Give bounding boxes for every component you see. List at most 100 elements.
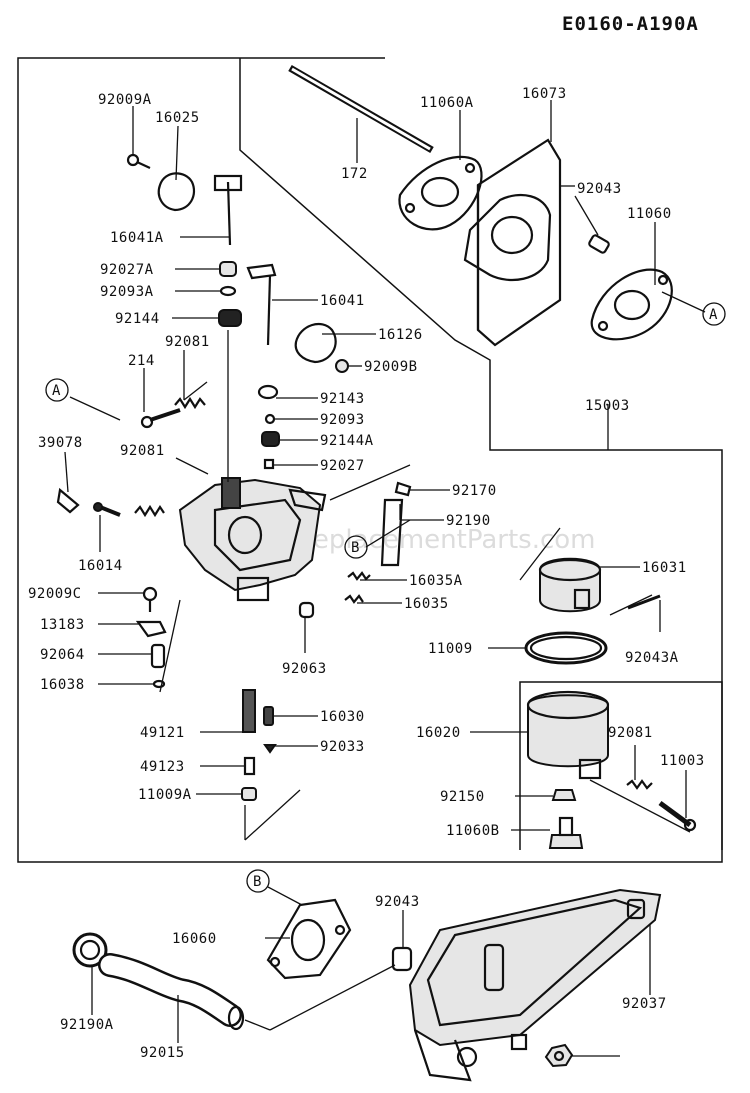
plate-16126 — [294, 322, 337, 364]
needle-92064 — [150, 643, 166, 669]
label-92009B: 92009B — [364, 359, 418, 375]
washer-11009A — [551, 789, 577, 801]
label-16126: 16126 — [378, 327, 423, 343]
shaft-16041 — [246, 263, 277, 346]
label-16035A: 16035A — [409, 573, 463, 589]
air-cleaner-16060 — [408, 888, 662, 1082]
label-92093A: 92093A — [100, 284, 154, 300]
label-49123: 49123 — [140, 759, 185, 775]
ring-92093 — [264, 413, 276, 425]
label-92190: 92190 — [446, 513, 491, 529]
pin-92043A — [627, 594, 661, 610]
label-92081: 92081 — [165, 334, 210, 350]
svg-text:B: B — [253, 874, 262, 890]
pin-92043-b — [391, 946, 413, 972]
label-92081-c: 92081 — [608, 725, 653, 741]
bowl-16020 — [526, 690, 610, 780]
label-92150: 11060B — [446, 823, 500, 839]
screw-16035 — [344, 594, 364, 604]
callout-A-right: A — [702, 302, 726, 326]
lever-13183 — [135, 620, 167, 638]
label-92027: 92027 — [320, 458, 365, 474]
seal-92027 — [263, 458, 275, 470]
spring-92081-b — [134, 504, 165, 518]
plate-16025 — [157, 172, 196, 212]
watermark: eReplacementParts.com — [280, 525, 596, 555]
callout-A-upper: A — [45, 378, 69, 402]
seal-92027A — [219, 261, 237, 277]
jet-49123 — [243, 756, 256, 776]
label-92033: 92033 — [320, 739, 365, 755]
callout-B-middle: B — [344, 535, 368, 559]
carburetor-body — [178, 477, 327, 602]
plug-92170 — [394, 481, 412, 497]
label-11060: 11060 — [627, 206, 672, 222]
leader-lines — [64, 100, 706, 1057]
bolt-92150 — [548, 816, 584, 849]
svg-text:B: B — [351, 540, 360, 556]
label-16014: 16014 — [78, 558, 123, 574]
label-49121: 49121 — [140, 725, 185, 741]
screw-92009 — [658, 800, 697, 832]
label-16073: 16073 — [522, 86, 567, 102]
label-92043A: 92043A — [625, 650, 679, 666]
label-172: 172 — [341, 166, 368, 182]
jet-16030 — [263, 706, 274, 726]
label-92144A: 92144A — [320, 433, 374, 449]
spring-92144 — [218, 309, 242, 327]
hose-92190A — [98, 953, 245, 1031]
svg-text:A: A — [52, 383, 61, 399]
plug-92063 — [298, 601, 315, 619]
screw-16014 — [93, 502, 121, 517]
label-16041A: 16041A — [110, 230, 164, 246]
label-11009: 11009 — [428, 641, 473, 657]
label-92009A: 92009A — [98, 92, 152, 108]
label-11009A: 92150 — [440, 789, 485, 805]
label-92027A: 92027A — [100, 262, 154, 278]
screw-214 — [140, 408, 181, 429]
label-92081-b: 92081 — [120, 443, 165, 459]
label-16020: 16020 — [416, 725, 461, 741]
insulator-16073 — [463, 138, 562, 347]
pin-92043 — [588, 234, 610, 254]
shaft-16041A — [213, 174, 243, 246]
gasket-11060 — [590, 268, 673, 341]
spring-92081 — [174, 396, 206, 410]
label-92009C: 92009C — [28, 586, 82, 602]
main-frame — [17, 57, 723, 863]
jet-11003 — [241, 787, 257, 801]
gasket-11060A — [398, 155, 483, 231]
spring-16035A — [347, 571, 371, 581]
label-92143: 92143 — [320, 391, 365, 407]
label-92064: 92064 — [40, 647, 85, 663]
part-labels: 92009A 16025 172 11060A 16073 92043 1106… — [28, 86, 704, 1061]
label-16031: 16031 — [642, 560, 687, 576]
gasket-11060B — [266, 898, 352, 980]
screw-92009B — [335, 359, 349, 373]
label-92043-b: 92043 — [375, 894, 420, 910]
label-92037: 92190A — [60, 1017, 114, 1033]
screw-92009C — [142, 586, 158, 612]
jet-92033 — [263, 744, 277, 754]
label-13183: 13183 — [40, 617, 85, 633]
label-16041: 16041 — [320, 293, 365, 309]
callout-B-lower: B — [246, 869, 270, 893]
label-92170: 92170 — [452, 483, 497, 499]
svg-text:A: A — [709, 307, 718, 323]
label-11060A: 11060A — [420, 95, 474, 111]
label-92190A: 92015 — [140, 1045, 185, 1061]
emulsion-49121 — [242, 689, 256, 733]
ring-92093A — [219, 285, 237, 297]
nut-92015 — [544, 1043, 574, 1068]
label-16038: 16038 — [40, 677, 85, 693]
spring-92144A — [261, 431, 280, 447]
screw-92009A — [126, 153, 151, 169]
label-11003: 11009A — [138, 787, 192, 803]
label-92043: 92043 — [577, 181, 622, 197]
collar-92143 — [257, 384, 279, 400]
float-bowl-frame — [519, 681, 723, 850]
label-16060: 92037 — [622, 996, 667, 1012]
clip-39078 — [56, 487, 80, 514]
